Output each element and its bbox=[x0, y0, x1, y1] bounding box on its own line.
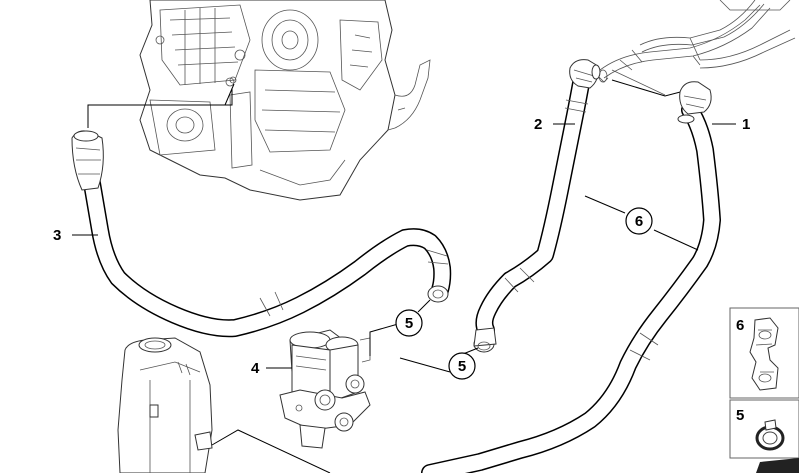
callout-6[interactable]: 6 bbox=[625, 207, 653, 235]
leader-lines bbox=[72, 83, 736, 473]
leader-hose-3-engine-b bbox=[224, 83, 235, 106]
hose-part-2[interactable] bbox=[473, 59, 601, 353]
part-number-2: 2 bbox=[534, 116, 542, 133]
callout-5-upper-label: 5 bbox=[405, 315, 413, 332]
leader-callout-5-upper-b bbox=[369, 323, 399, 356]
callout-5-lower-label: 5 bbox=[458, 358, 466, 375]
leader-tank-valve bbox=[211, 429, 331, 473]
callout-5-lower-circle bbox=[448, 352, 476, 380]
water-valve-part-4[interactable] bbox=[279, 329, 371, 449]
leader-callout-6-right bbox=[653, 229, 699, 251]
legend-label-5: 5 bbox=[736, 407, 744, 424]
part-number-3: 3 bbox=[53, 227, 61, 244]
hose-clamp-icon bbox=[755, 419, 785, 451]
hose-part-1[interactable] bbox=[421, 81, 721, 473]
heater-pipes-illustration bbox=[595, 0, 796, 97]
leader-callout-5-upper bbox=[417, 299, 431, 313]
legend-label-6: 6 bbox=[736, 317, 744, 334]
part-number-1: 1 bbox=[742, 116, 750, 133]
hose-holder-icon bbox=[749, 317, 779, 391]
part-number-4: 4 bbox=[251, 360, 260, 377]
callout-5-lower[interactable]: 5 bbox=[448, 352, 476, 380]
leader-callout-6-left bbox=[584, 195, 626, 214]
legend-panel: 6 5 bbox=[729, 307, 799, 473]
expansion-tank-illustration bbox=[117, 337, 213, 473]
leader-callout-5-lower-b bbox=[399, 357, 451, 373]
legend-footer-mark bbox=[756, 458, 799, 473]
leader-hose-3-engine bbox=[87, 88, 233, 128]
hose-part-3[interactable] bbox=[71, 130, 452, 338]
callout-5-upper[interactable]: 5 bbox=[395, 309, 423, 337]
callout-5-upper-circle bbox=[395, 309, 423, 337]
engine-block-illustration bbox=[139, 0, 431, 201]
callout-6-label: 6 bbox=[635, 213, 643, 230]
callout-6-circle bbox=[625, 207, 653, 235]
